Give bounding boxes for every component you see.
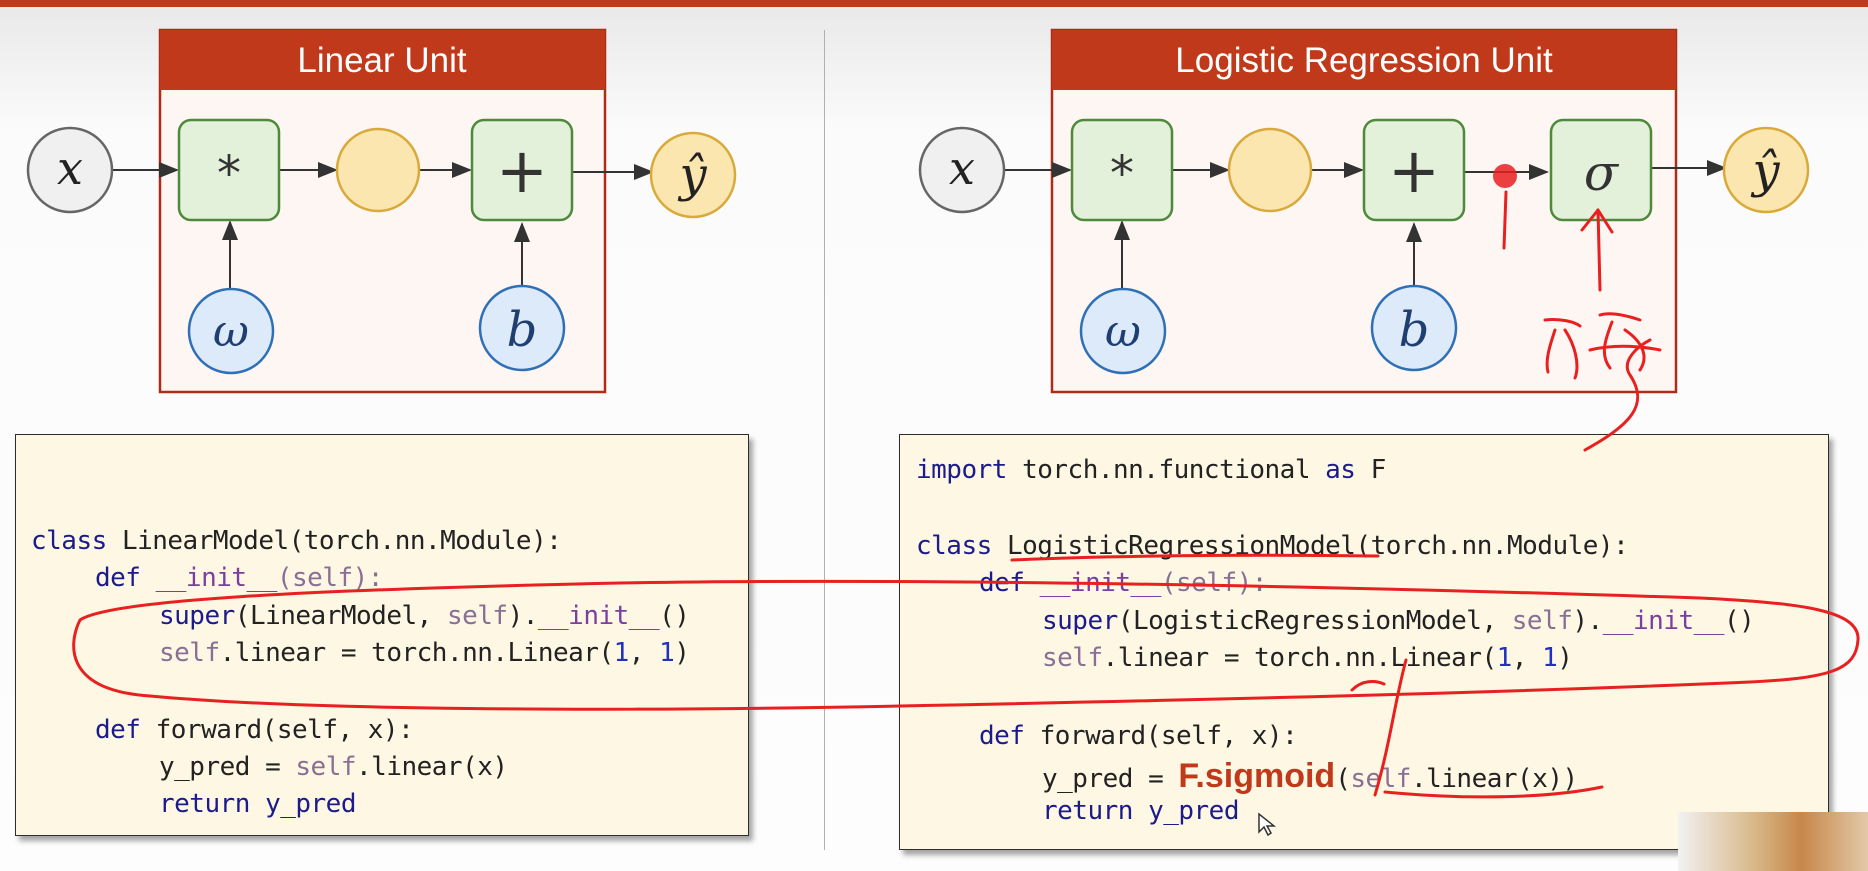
multiply-label: * [217,146,241,202]
class-keyword: class [31,526,107,556]
logistic-unit-diagram: Logistic Regression Unit x * + σ ŷ ω b [918,28,1810,394]
as-keyword: as [1325,455,1356,485]
code-import-line: import torch.nn.functional as F [916,455,1386,485]
linear-ctor-right: torch.nn.Linear [1254,643,1482,673]
hidden-node-right [1227,127,1313,213]
weight-omega-label-right: ω [1105,306,1141,357]
panel-divider [824,30,825,850]
forward-signature: (self, x): [261,715,414,745]
sigmoid-label: σ [1584,144,1620,202]
code-return-line: return y_pred [159,789,357,819]
hidden-node [335,127,421,213]
logistic-unit-title-bar [1052,30,1676,90]
code-forward-line: def forward(self, x): [95,715,414,745]
code-linear-line-right: self.linear = torch.nn.Linear(1, 1) [1042,643,1573,673]
self-keyword: self [159,638,220,668]
def-keyword: def [95,715,141,745]
input-x-label-right: x [949,141,975,195]
self-keyword: self [1511,606,1573,636]
bias-b-node-right [1370,284,1458,372]
output-yhat-label-right: ŷ [1750,143,1780,199]
class-base-right: (torch.nn.Module): [1355,531,1629,561]
linear-unit-title: Linear Unit [297,41,467,80]
init-call: __init__ [1602,606,1725,636]
return-statement-right: return y_pred [1042,796,1240,826]
logistic-unit-title: Logistic Regression Unit [1175,41,1553,80]
bias-b-label-right: b [1399,302,1430,358]
multiply-label-right: * [1110,146,1134,202]
add-label-right: + [1388,134,1440,207]
webcam-thumbnail [1678,812,1868,871]
code-class-line: class LinearModel(torch.nn.Module): [31,526,562,556]
linear-unit-title-bar [160,30,605,90]
code-init-line-right: def __init__(self): [979,568,1267,598]
linear-ctor: torch.nn.Linear [371,638,599,668]
top-accent-bar [0,0,1868,7]
output-yhat-label: ŷ [677,147,707,203]
code-ypred-line: y_pred = self.linear(x) [159,752,508,782]
def-keyword: def [979,568,1025,598]
weight-omega-node-right [1079,287,1167,375]
code-init-line: def __init__(self): [95,563,383,593]
code-super-line: super(LinearModel, self).__init__() [159,601,690,631]
init-call: __init__ [537,601,660,631]
input-x-label: x [57,141,83,195]
code-linear-line: self.linear = torch.nn.Linear(1, 1) [159,638,690,668]
init-name: __init__ [155,563,278,593]
forward-signature-right: (self, x): [1145,721,1298,751]
sigmoid-call: F.sigmoid [1178,757,1336,795]
linear-call: .linear(x) [356,752,508,782]
linear-call-right: .linear(x)) [1410,764,1578,794]
class-name-right: LogisticRegressionModel [1006,531,1356,561]
code-class-line-right: class LogisticRegressionModel(torch.nn.M… [916,531,1629,561]
init-name: __init__ [1039,568,1162,598]
self-keyword: self [1350,764,1411,794]
init-signature: (self): [276,563,384,593]
multiply-node-right [1070,118,1174,222]
code-forward-line-right: def forward(self, x): [979,721,1298,751]
code-super-line-right: super(LogisticRegressionModel, self).__i… [1042,606,1755,636]
multiply-node [177,118,281,222]
super-keyword: super [159,601,235,631]
ypred-assign: y_pred = [159,752,296,782]
weight-omega-node [187,287,275,375]
add-label: + [496,134,548,207]
class-base: (torch.nn.Module): [288,526,562,556]
mouse-cursor-icon [1258,812,1277,837]
logistic-model-code-box: import torch.nn.functional as F class Lo… [899,434,1829,850]
linear-model-code-box: class LinearModel(torch.nn.Module): def … [15,434,749,836]
weight-omega-label: ω [213,306,249,357]
self-keyword: self [446,601,508,631]
import-alias: F [1355,455,1387,485]
def-keyword: def [979,721,1025,751]
output-yhat-node [649,131,737,219]
linear-unit-diagram: Linear Unit x * + ŷ ω b [26,28,737,394]
code-ypred-line-right: y_pred = F.sigmoid(self.linear(x)) [1042,757,1578,795]
import-keyword: import [916,455,1007,485]
class-keyword: class [916,531,992,561]
input-x-node [26,126,114,214]
add-node [470,118,574,222]
self-keyword: self [1042,643,1103,673]
ypred-assign-right: y_pred = [1042,764,1179,794]
class-name: LinearModel [121,526,289,556]
input-x-node-right [918,126,1006,214]
bias-b-label: b [507,302,538,358]
code-return-line-right: return y_pred [1042,796,1240,826]
def-keyword: def [95,563,141,593]
super-keyword: super [1042,606,1118,636]
add-node-right [1362,118,1466,222]
import-module: torch.nn.functional [1006,455,1326,485]
bias-b-node [478,284,566,372]
super-class-arg-right: LogisticRegressionModel [1132,606,1482,636]
self-keyword: self [295,752,357,782]
output-yhat-node-right [1722,126,1810,214]
return-statement: return y_pred [159,789,357,819]
init-signature-right: (self): [1160,568,1268,598]
super-class-arg: LinearModel [249,601,417,631]
